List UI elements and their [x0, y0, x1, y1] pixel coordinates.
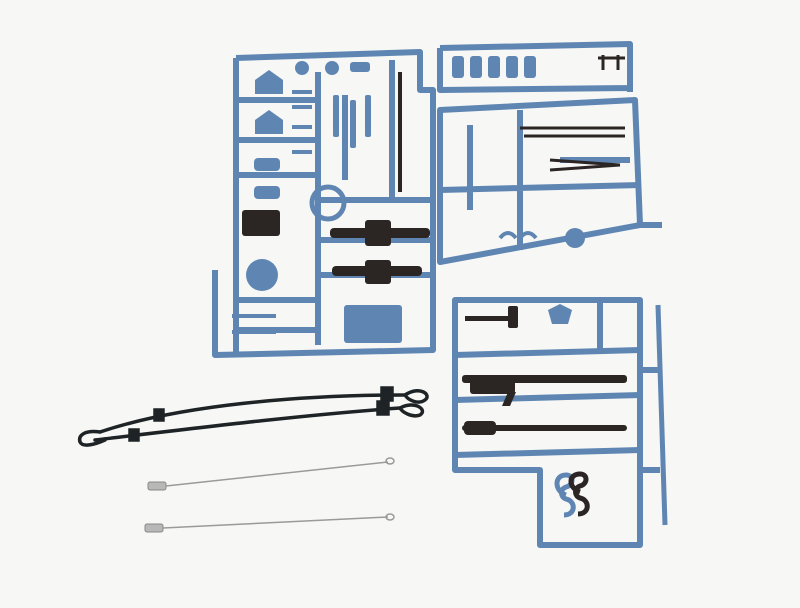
- dark-hook: [568, 471, 590, 517]
- dark-parts-bottom-right: [462, 306, 627, 435]
- dark-parts-top-right: [520, 55, 625, 172]
- tow-cable-pair: [77, 386, 429, 447]
- sprue-frame-top-left: [212, 49, 436, 358]
- sprue-parts-bottom-right: [548, 304, 576, 518]
- sprue-parts-top-left: [232, 61, 402, 343]
- wire-cable-lower: [144, 513, 395, 533]
- sprue-frame-top-right: [437, 41, 662, 265]
- wire-cable-upper: [147, 457, 395, 491]
- dark-parts-top-left: [242, 72, 430, 284]
- sprue-parts-top-right: [452, 56, 585, 248]
- sprue-frame-bottom-right: [452, 297, 668, 548]
